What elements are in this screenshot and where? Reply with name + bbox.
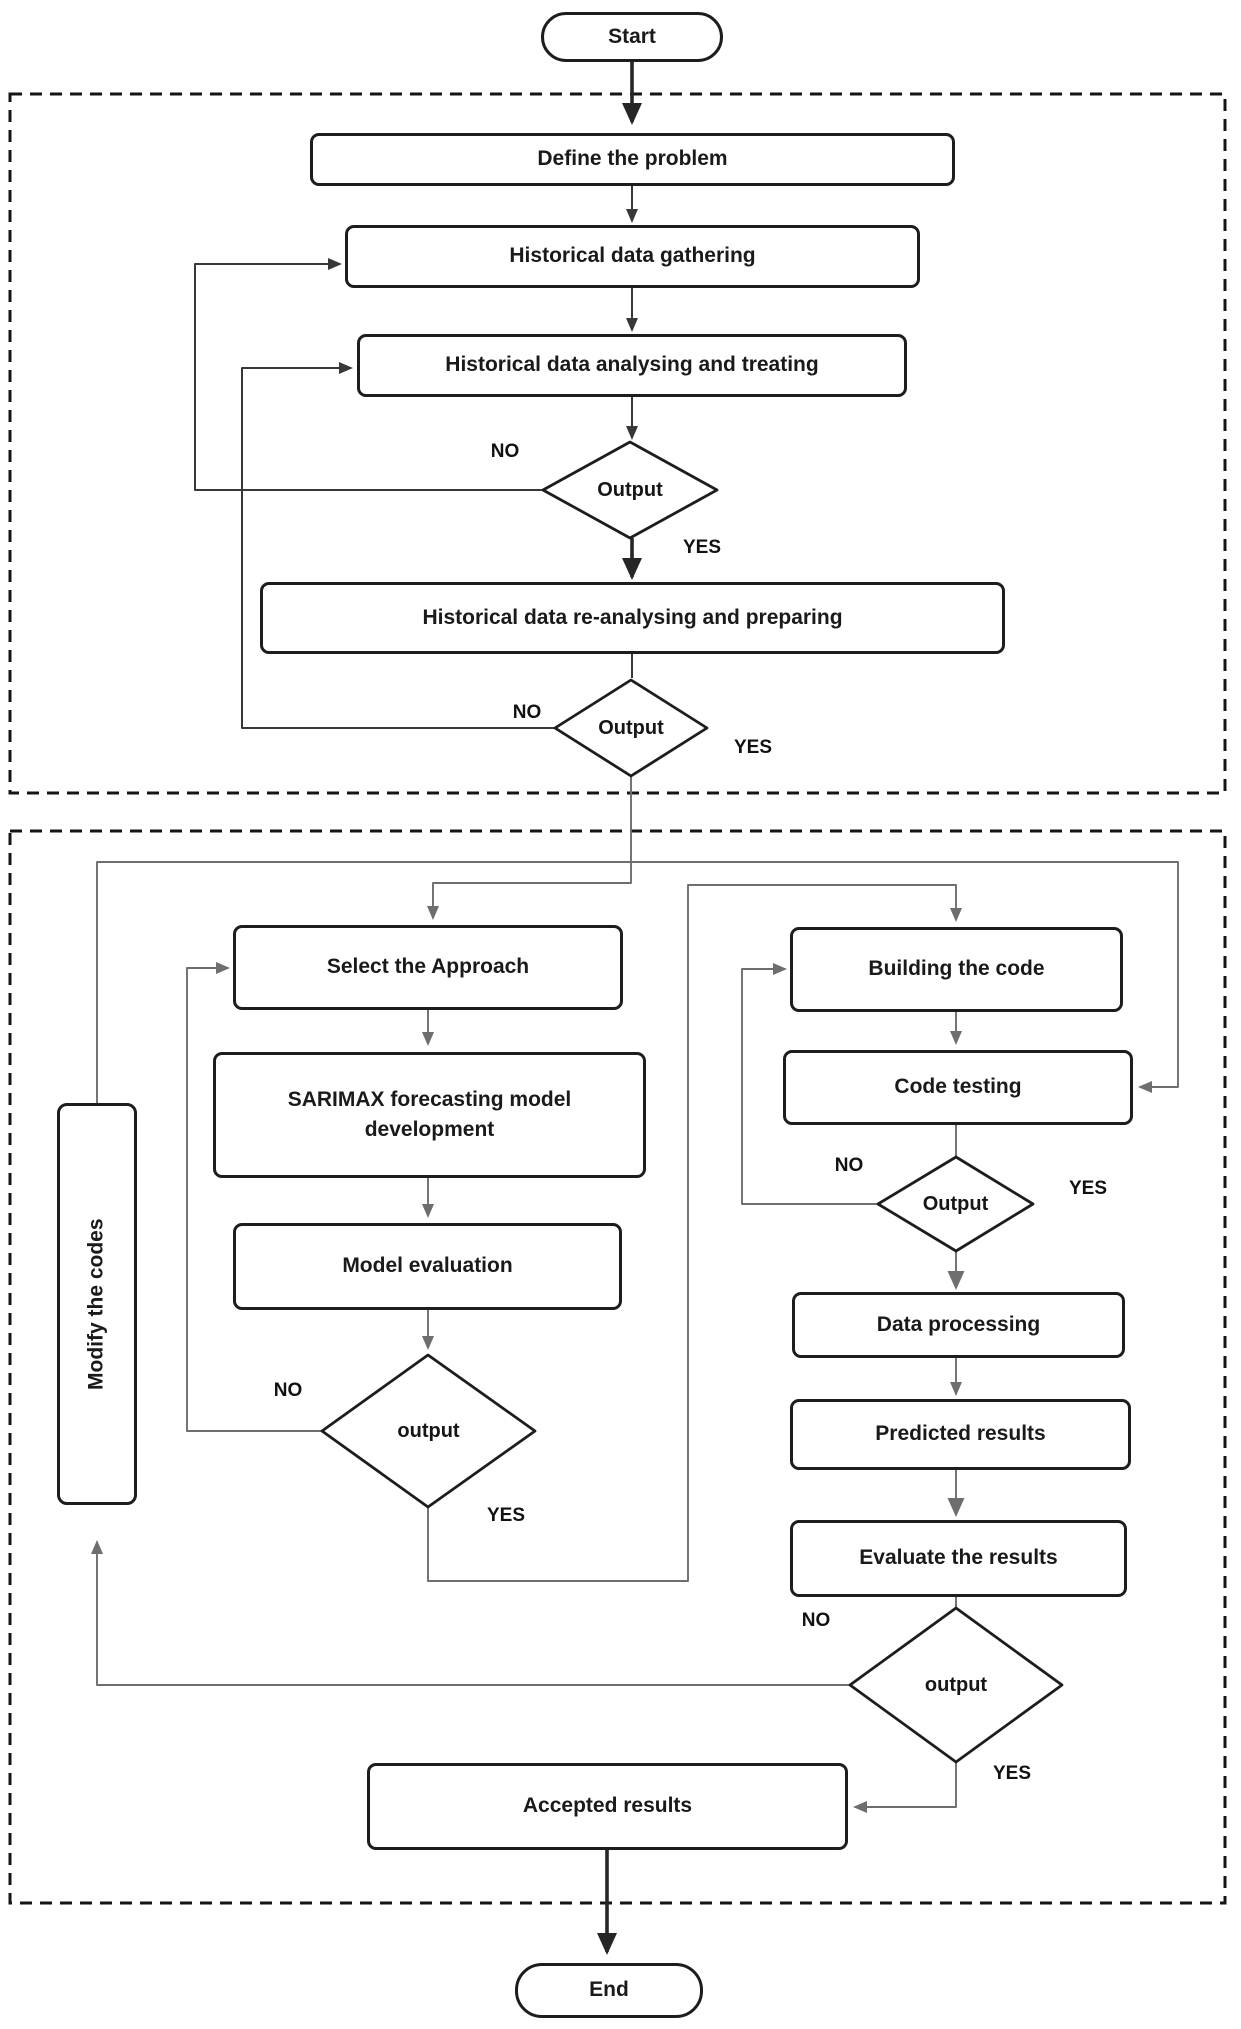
select-approach-box: Select the Approach <box>233 925 623 1010</box>
code-testing-box: Code testing <box>783 1050 1133 1125</box>
code-output-yes-label: YES <box>1068 1178 1108 1199</box>
building-code-label: Building the code <box>868 957 1045 981</box>
edge-modeloutput-no-to-select <box>186 962 322 1432</box>
model-evaluation-box: Model evaluation <box>233 1223 622 1310</box>
model-output-diamond <box>320 1353 537 1509</box>
edge-modify-to-codetesting <box>96 861 1179 1103</box>
model-output-no-label: NO <box>273 1380 303 1401</box>
model-evaluation-label: Model evaluation <box>342 1254 513 1278</box>
modify-codes-box: Modify the codes <box>57 1103 137 1505</box>
edge-output2-yes-to-select <box>427 776 632 920</box>
edge-codeoutput-no-to-building <box>741 963 878 1205</box>
define-problem-box: Define the problem <box>310 133 955 186</box>
define-problem-label: Define the problem <box>537 147 728 171</box>
output2-diamond <box>553 678 709 778</box>
code-testing-label: Code testing <box>894 1075 1022 1099</box>
phase1-dashed-border <box>8 92 1227 795</box>
code-output-diamond <box>876 1155 1035 1253</box>
predicted-results-box: Predicted results <box>790 1399 1131 1470</box>
model-output-yes-label: YES <box>486 1505 526 1526</box>
modify-codes-label: Modify the codes <box>84 1218 108 1390</box>
edge-output1-no-to-gathering <box>194 258 543 491</box>
accepted-results-box: Accepted results <box>367 1763 848 1850</box>
code-output-no-label: NO <box>834 1155 864 1176</box>
data-analysing-label: Historical data analysing and treating <box>445 353 819 377</box>
edge-finaloutput-no-to-modify <box>91 1540 850 1686</box>
edge-modeloutput-yes-to-building <box>427 884 962 1582</box>
edge-finaloutput-yes-to-accepted <box>853 1762 957 1813</box>
edge-output2-no-to-analysing <box>241 362 555 729</box>
output1-yes-label: YES <box>682 537 722 558</box>
final-output-diamond <box>848 1606 1064 1764</box>
evaluate-results-label: Evaluate the results <box>859 1546 1058 1570</box>
predicted-results-label: Predicted results <box>875 1422 1046 1446</box>
evaluate-results-box: Evaluate the results <box>790 1520 1127 1597</box>
phase2-dashed-border <box>8 829 1227 1905</box>
sarimax-development-box: SARIMAX forecasting model development <box>213 1052 646 1178</box>
sarimax-development-label: SARIMAX forecasting model development <box>287 1087 572 1141</box>
data-reanalysing-label: Historical data re-analysing and prepari… <box>422 605 843 629</box>
accepted-results-label: Accepted results <box>522 1794 693 1818</box>
end-label: End <box>589 1978 629 2002</box>
data-processing-label: Data processing <box>876 1312 1041 1336</box>
data-processing-box: Data processing <box>792 1292 1125 1358</box>
start-terminator: Start <box>541 12 723 62</box>
data-reanalysing-box: Historical data re-analysing and prepari… <box>260 582 1005 654</box>
data-analysing-box: Historical data analysing and treating <box>357 334 907 397</box>
end-terminator: End <box>515 1963 703 2018</box>
start-label: Start <box>608 24 656 48</box>
data-gathering-box: Historical data gathering <box>345 225 920 288</box>
data-gathering-label: Historical data gathering <box>509 244 756 268</box>
output1-no-label: NO <box>490 441 520 462</box>
select-approach-label: Select the Approach <box>326 955 530 979</box>
final-output-no-label: NO <box>801 1610 831 1631</box>
output2-yes-label: YES <box>733 737 773 758</box>
output2-no-label: NO <box>512 702 542 723</box>
final-output-yes-label: YES <box>992 1763 1032 1784</box>
building-code-box: Building the code <box>790 927 1123 1012</box>
output1-diamond <box>541 440 719 540</box>
